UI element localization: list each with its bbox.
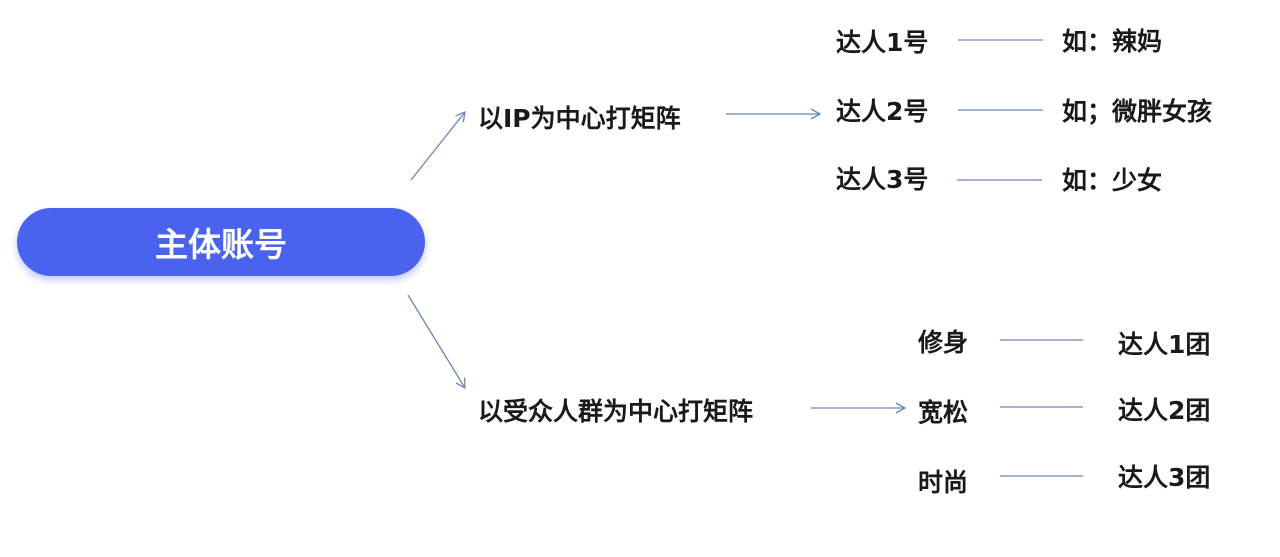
audience-item-right: 达人2团 [1118, 396, 1211, 425]
ip-item-left: 达人1号 [836, 28, 929, 57]
root-node: 主体账号 [17, 208, 425, 276]
ip-item-right: 如：少女 [1062, 166, 1163, 195]
ip-item-left: 达人2号 [836, 97, 929, 126]
audience-item-right: 达人1团 [1118, 330, 1211, 359]
audience-item-left: 时尚 [918, 468, 969, 497]
audience-item-right: 达人3团 [1118, 463, 1211, 492]
arrow-root-to-audience [407, 294, 466, 390]
ip-item-right: 如：辣妈 [1062, 27, 1163, 56]
ip-item-left: 达人3号 [836, 165, 929, 194]
branch-ip-label: 以IP为中心打矩阵 [478, 104, 681, 133]
audience-item-left: 修身 [918, 328, 969, 357]
audience-item-left: 宽松 [918, 398, 969, 427]
root-label: 主体账号 [155, 225, 287, 264]
branch-audience-label: 以受众人群为中心打矩阵 [478, 397, 754, 426]
ip-item-right: 如；微胖女孩 [1062, 97, 1213, 126]
arrow-root-to-ip [410, 110, 466, 181]
